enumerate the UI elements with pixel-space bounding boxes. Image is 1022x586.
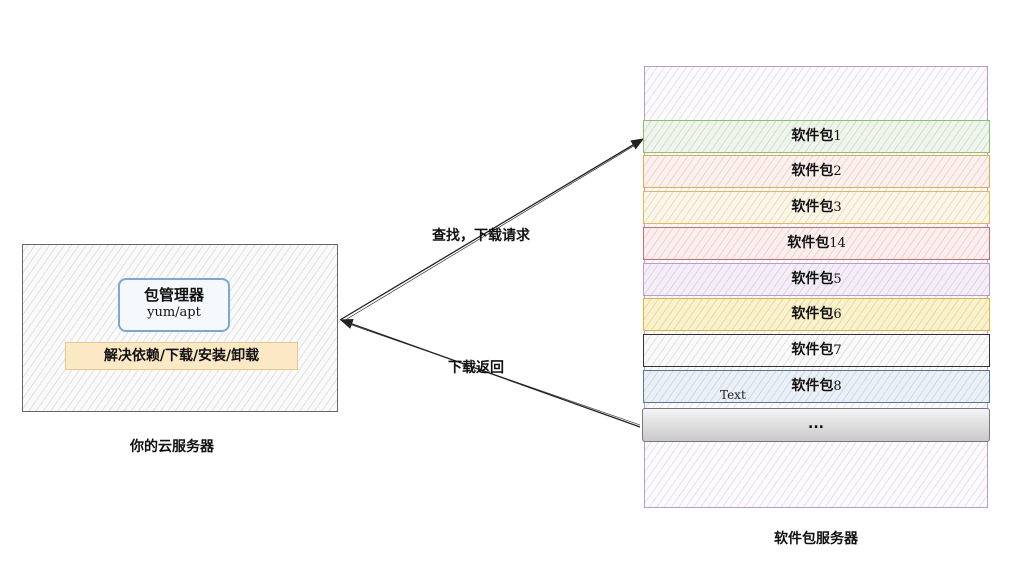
package-number: 3 xyxy=(833,200,842,215)
package-number: 14 xyxy=(829,236,846,251)
package-number: 7 xyxy=(833,343,842,358)
feature-bar: 解决依赖/下载/安装/卸载 xyxy=(65,342,298,370)
package-label: 软件包 xyxy=(791,271,834,287)
package-number: 5 xyxy=(833,272,842,287)
package-label: 软件包 xyxy=(791,342,834,358)
package-item: 软件包7 xyxy=(643,334,990,367)
package-item: 软件包6 xyxy=(643,298,990,331)
package-item: 软件包1 xyxy=(643,120,990,153)
package-item: 软件包14 xyxy=(643,227,990,260)
package-item: 软件包3 xyxy=(643,191,990,224)
request-arrow-sketch xyxy=(341,140,643,323)
return-arrow xyxy=(339,319,641,428)
package-manager-box: 包管理器 yum/apt xyxy=(118,278,230,332)
server-caption: 软件包服务器 xyxy=(774,531,858,547)
package-label: 软件包 xyxy=(787,235,830,251)
package-item: 软件包8 xyxy=(643,370,990,403)
package-label: 软件包 xyxy=(791,378,834,394)
request-arrow-label: 查找，下载请求 xyxy=(432,228,530,244)
package-manager-subtitle: yum/apt xyxy=(147,305,201,320)
package-item: 软件包2 xyxy=(643,155,990,188)
package-label: 软件包 xyxy=(791,199,834,215)
return-arrow-sketch xyxy=(342,321,641,426)
package-number: 1 xyxy=(833,129,842,144)
return-arrow-label: 下载返回 xyxy=(448,360,504,376)
package-number: 2 xyxy=(833,164,842,179)
package-number: 8 xyxy=(833,379,842,394)
package-label: 软件包 xyxy=(791,128,834,144)
stray-text-label: Text xyxy=(720,388,746,402)
package-item: 软件包5 xyxy=(643,263,990,296)
request-arrow xyxy=(339,138,645,321)
package-number: 6 xyxy=(833,307,842,322)
package-manager-title: 包管理器 xyxy=(143,286,204,304)
package-ellipsis: ... xyxy=(642,408,990,442)
package-label: 软件包 xyxy=(791,306,834,322)
package-label: 软件包 xyxy=(791,163,834,179)
client-caption: 你的云服务器 xyxy=(130,439,214,455)
